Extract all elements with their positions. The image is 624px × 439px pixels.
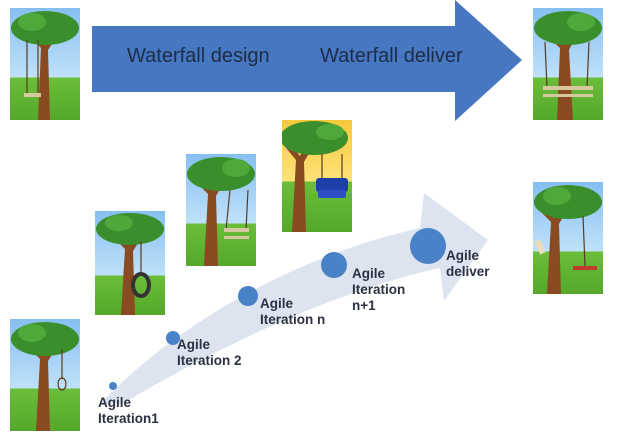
milestone-deliver	[410, 228, 446, 264]
tree-three-seat-swing-icon	[533, 8, 603, 120]
milestone-iteration-n	[238, 286, 258, 306]
tree-armchair-swing-icon	[282, 120, 352, 232]
milestone-iteration-n1	[321, 252, 347, 278]
waterfall-deliver-label: Waterfall deliver	[320, 45, 463, 67]
milestone-iteration2	[166, 331, 180, 345]
tree-board-swing-icon	[186, 154, 256, 266]
waterfall-design-label: Waterfall design	[127, 45, 270, 67]
tree-fallen-swing-icon	[533, 182, 603, 294]
tree-noose-icon	[10, 319, 80, 431]
tree-rope-swing-icon	[10, 8, 80, 120]
agile-arrow	[100, 193, 488, 404]
milestone-iteration1	[109, 382, 117, 390]
tree-tire-swing-icon	[95, 211, 165, 315]
